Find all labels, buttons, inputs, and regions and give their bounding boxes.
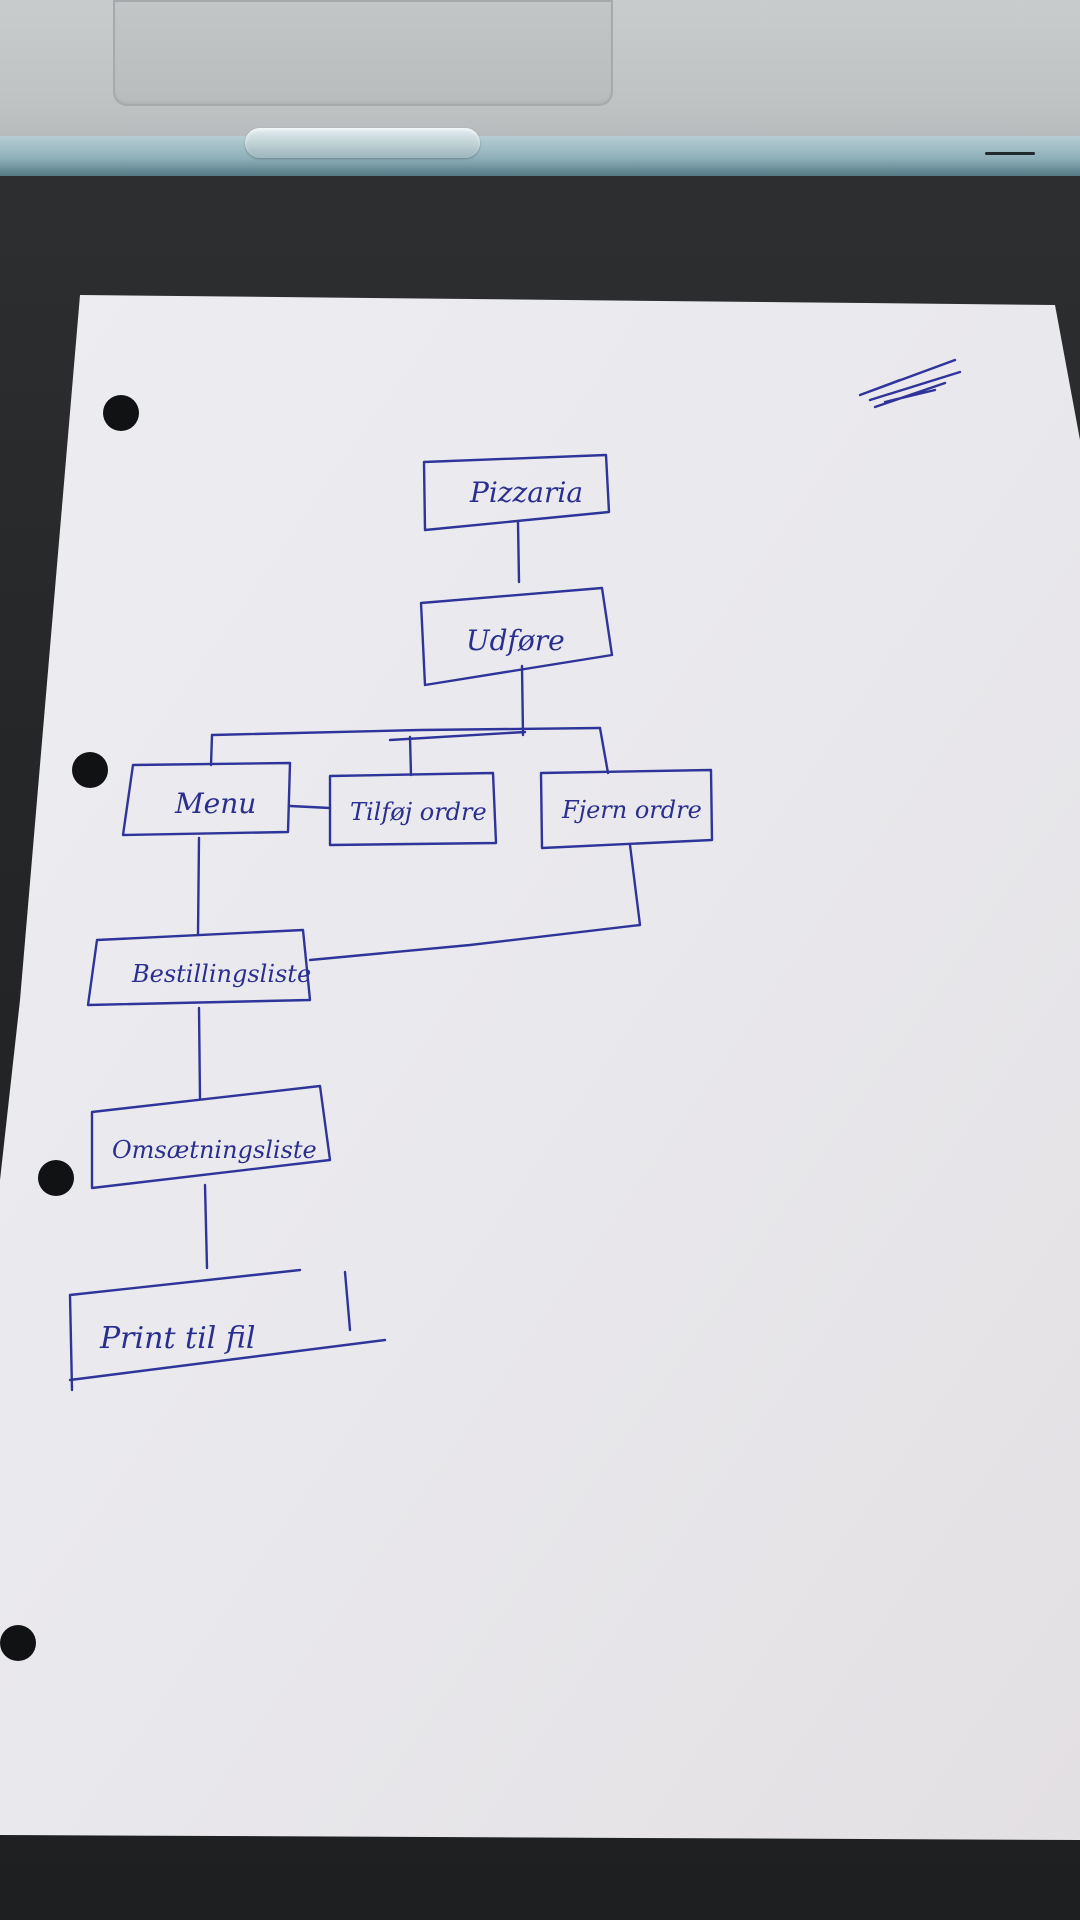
laptop-trackpad xyxy=(113,0,613,106)
edge-bestilling-omsaetning xyxy=(197,1006,202,1100)
node-menu: Menu xyxy=(121,761,292,837)
node-pizzaria-label: Pizzaria xyxy=(469,476,583,509)
edge-branch-horizontal xyxy=(210,726,602,742)
edge-menu-bestilling xyxy=(196,836,201,937)
edge-menu-tilfoj xyxy=(288,804,332,810)
paper-surface xyxy=(0,295,1080,1840)
binder-hole-2 xyxy=(72,752,108,788)
node-omsaetningsliste: Omsætningsliste xyxy=(90,1084,332,1190)
node-menu-label: Menu xyxy=(174,787,256,820)
edge-udfore-down xyxy=(520,664,525,737)
edge-branch-menu xyxy=(209,733,214,767)
node-udfore: Udføre xyxy=(419,586,614,687)
laptop-indicator-light xyxy=(985,152,1035,155)
edge-fjern-bestilling xyxy=(308,843,642,962)
scribble-mark xyxy=(858,358,962,409)
node-udfore-label: Udføre xyxy=(466,624,565,657)
laptop-body xyxy=(0,0,1080,176)
node-print-til-fil: Print til fil xyxy=(68,1268,387,1392)
node-print-til-fil-label: Print til fil xyxy=(99,1321,255,1356)
node-fjern-ordre: Fjern ordre xyxy=(539,768,714,850)
node-omsaetningsliste-label: Omsætningsliste xyxy=(112,1136,317,1164)
binder-hole-3 xyxy=(38,1160,74,1196)
node-tilfoj-ordre-label: Tilføj ordre xyxy=(350,798,487,826)
node-pizzaria: Pizzaria xyxy=(422,453,611,532)
edge-omsaetning-print xyxy=(203,1183,209,1270)
node-bestillingsliste: Bestillingsliste xyxy=(86,928,312,1007)
edge-branch-fjern xyxy=(598,726,610,775)
edge-branch-tilfoj xyxy=(408,735,413,777)
node-bestillingsliste-label: Bestillingsliste xyxy=(131,960,311,988)
edge-pizzaria-udfore xyxy=(516,520,521,584)
node-fjern-ordre-label: Fjern ordre xyxy=(561,796,702,824)
laptop-front-edge xyxy=(0,136,1080,176)
node-tilfoj-ordre: Tilføj ordre xyxy=(328,771,498,847)
binder-hole-1 xyxy=(103,395,139,431)
binder-hole-4 xyxy=(0,1625,36,1661)
laptop-opening-notch xyxy=(245,128,480,158)
